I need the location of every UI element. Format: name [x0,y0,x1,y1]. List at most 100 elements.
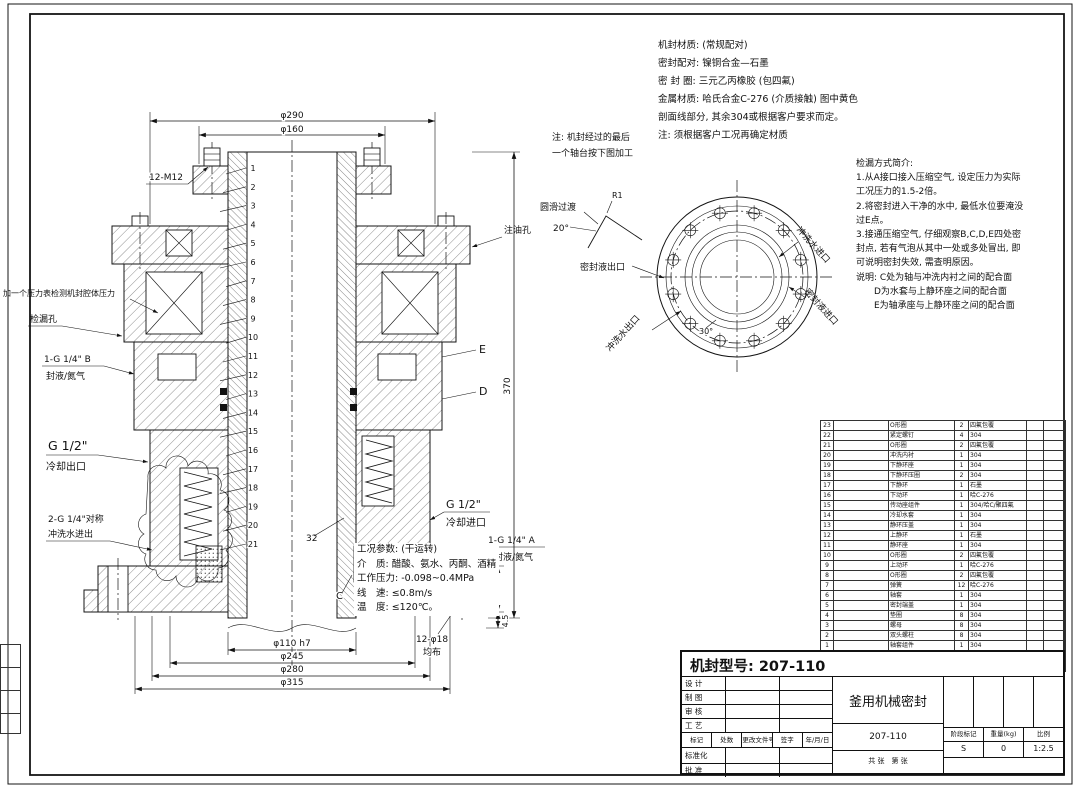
bom-part-name: 垫圈 [888,610,955,621]
part-callout: 11 [248,352,258,361]
bom-code [833,590,889,601]
bom-code [833,510,889,521]
bom-part-name: 静环压盖 [888,520,955,531]
bom-weight [1026,500,1044,511]
bom-qty: 8 [954,610,969,621]
bom-note [1043,510,1066,521]
approve-row: 批 准 [682,764,832,777]
bom-weight [1026,540,1044,551]
bom-code [833,620,889,631]
bom-part-name: 冲洗内衬 [888,450,955,461]
bom-code [833,640,889,651]
leak-note-line: 过E点。 [856,215,889,226]
bom-code [833,420,889,431]
bom-material: 四氟包覆 [968,570,1027,581]
bom-note [1043,550,1066,561]
dim-110: φ110 h7 [273,639,310,649]
bom-qty: 2 [954,420,969,431]
title-block-signatures: 设 计 制 图 审 核 工 艺 标记处数更改文件号签字年/月/日 标准化 [682,677,833,777]
bom-code [833,610,889,621]
bom-note [1043,640,1066,651]
bom-note [1043,610,1066,621]
bom-row: 11 静环座 1 304 [820,540,1066,551]
material-note-line: 剖面线部分, 其余304或根据客户要求而定。 [658,112,844,123]
bom-weight [1026,470,1044,481]
bom-part-name: 下静环座 [888,460,955,471]
leak-note-line: 检漏方式简介: [856,159,914,169]
revision-header-row: 标记处数更改文件号签字年/月/日 [682,733,832,748]
signature-row: 审 核 [682,705,832,719]
bom-qty: 12 [954,580,969,591]
working-conditions: 工况参数: (干运转)介 质: 醋酸、氨水、丙酮、酒精工作压力: -0.098~… [354,543,500,616]
bom-material: 304 [968,630,1027,641]
bom-code [833,570,889,581]
bom-item-no: 12 [820,530,834,541]
drawing-frame [7,3,1073,785]
bom-qty: 1 [954,640,969,651]
dim-370: 370 [503,377,513,394]
signature-role: 设 计 [682,677,726,690]
dim-280: φ280 [280,665,303,675]
signature-row: 制 图 [682,691,832,705]
dimensions: φ290 φ160 370 36 4.5 φ110 h7 φ245 [134,110,520,694]
material-note-line: 金属材质: 哈氏合金C-276 (介质接触) 图中黄色 [658,94,858,105]
dim-4-5: 4.5 [501,615,510,628]
bom-qty: 1 [954,480,969,491]
bom-material: 304 [968,430,1027,441]
leak-note-line: 工况压力的1.5-2倍。 [856,187,943,198]
scale-value-cell: 0 [984,742,1024,757]
bom-weight [1026,430,1044,441]
bom-note [1043,630,1066,641]
bom-qty: 1 [954,520,969,531]
bom-row: 10 O形圈 2 四氟包覆 [820,550,1066,561]
bom-weight [1026,440,1044,451]
bom-row: 14 冷却水套 1 304 [820,510,1066,521]
scale-value-cell: 1:2.5 [1033,744,1054,753]
shoulder-detail-view: 注: 机封经过的最后 一个轴台按下图加工 R1 20° 圆滑过渡 [540,131,643,249]
bom-qty: 8 [954,620,969,631]
bom-item-no: 20 [820,450,834,461]
bom-material: 304 [968,620,1027,631]
bom-code [833,470,889,481]
label-seal-out: 密封液出口 [580,261,625,273]
bolt-holes [665,205,809,349]
bom-item-no: 22 [820,430,834,441]
part-callout: 17 [248,465,258,474]
part-callout: 18 [248,484,258,493]
label-surface-c: C [336,591,343,602]
part-callout: 14 [248,408,258,417]
bom-item-no: 23 [820,420,834,431]
bom-material: 四氟包覆 [968,550,1027,561]
part-callout: 6 [250,258,255,267]
bom-qty: 1 [954,500,969,511]
revision-header-cell: 签字 [773,733,803,747]
material-note-line: 机封材质: (常规配对) [658,40,748,51]
bom-material: 哈C-276 [968,580,1027,591]
drawing-number: 207-110 [833,724,943,751]
signature-role: 审 核 [682,705,726,718]
bom-material: 304 [968,600,1027,611]
bom-item-no: 17 [820,480,834,491]
bom-note [1043,520,1066,531]
revision-header-cell: 标记 [682,733,713,747]
bom-qty: 1 [954,540,969,551]
bom-item-no: 7 [820,580,834,591]
material-notes: 机封材质: (常规配对)密封配对: 镍铜合金—石墨密 封 圈: 三元乙丙橡胶 (… [658,37,858,145]
sheet-count: 共 张 第 张 [868,757,908,765]
label-leak-hole: 检漏孔 [30,313,57,325]
bom-weight [1026,620,1044,631]
bom-weight [1026,560,1044,571]
bom-part-name: 冷却水套 [888,510,955,521]
label-flush-ports: 2-G 1/4"对称 [48,513,104,525]
bom-item-no: 9 [820,560,834,571]
dim-315: φ315 [280,678,303,688]
dim-160: φ160 [280,125,303,135]
bom-material: 304 [968,590,1027,601]
bom-weight [1026,570,1044,581]
bom-part-name: 轴套 [888,590,955,601]
bom-weight [1026,510,1044,521]
revision-header-cell: 处数 [712,733,743,747]
